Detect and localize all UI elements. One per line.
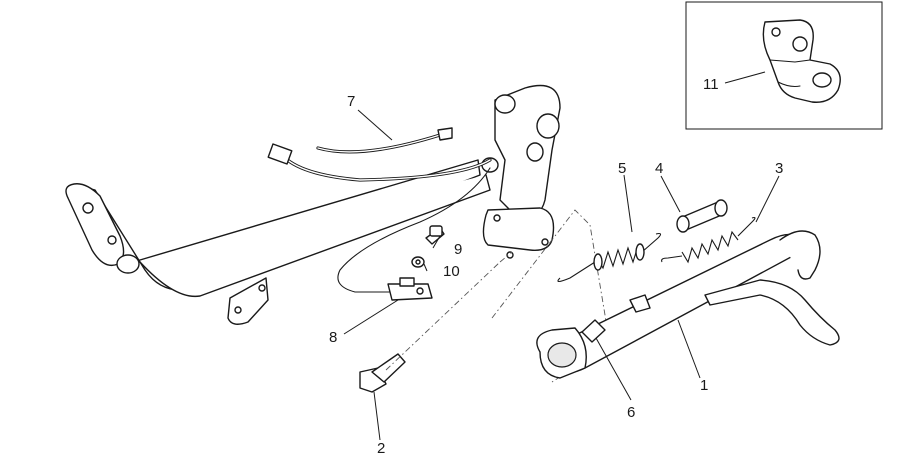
callout-6: 6 xyxy=(627,404,635,421)
inset-bracket-part xyxy=(762,19,841,103)
callout-10: 10 xyxy=(443,263,460,280)
callout-3: 3 xyxy=(775,160,783,177)
callout-labels: 1 2 3 4 5 6 7 8 9 10 11 xyxy=(329,76,783,456)
callout-8: 8 xyxy=(329,329,337,346)
leader-lines xyxy=(343,71,780,441)
frame-mount-bracket xyxy=(481,84,561,259)
callout-7: 7 xyxy=(347,93,355,110)
assembly-axis xyxy=(385,251,513,371)
side-stand-switch xyxy=(387,277,433,301)
side-stand xyxy=(536,230,840,379)
callout-4: 4 xyxy=(655,160,663,177)
screw xyxy=(425,225,445,245)
callout-1: 1 xyxy=(700,377,708,394)
callout-9: 9 xyxy=(454,241,462,258)
inset-panel xyxy=(685,1,883,130)
spring-small xyxy=(661,216,756,264)
washer xyxy=(411,256,425,268)
pivot-bolt xyxy=(359,353,406,393)
spacer-sleeve xyxy=(676,199,728,233)
spring-large xyxy=(557,232,662,283)
main-frame-arm xyxy=(65,159,491,325)
callout-5: 5 xyxy=(618,160,626,177)
wiring-harness xyxy=(267,127,492,293)
callout-2: 2 xyxy=(377,440,385,456)
callout-11: 11 xyxy=(703,76,719,93)
